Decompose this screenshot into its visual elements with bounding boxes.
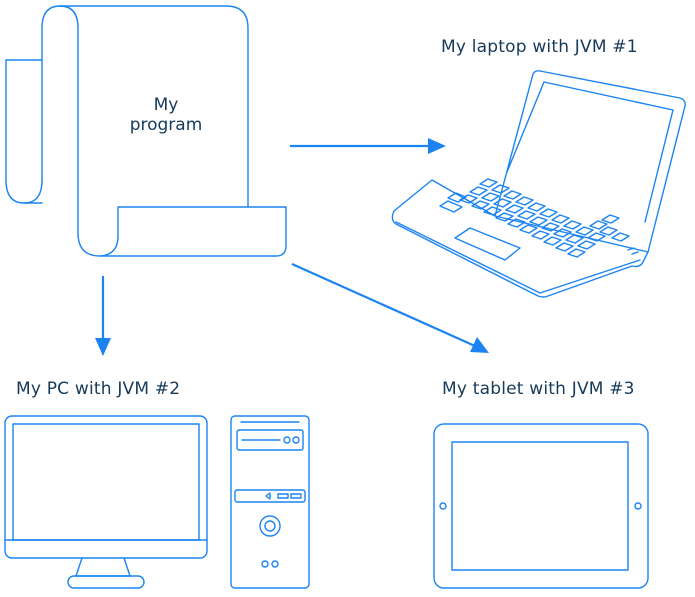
arrow-to-tablet — [291, 262, 489, 353]
keyboard — [439, 178, 630, 258]
arrow-to-laptop — [290, 138, 446, 154]
tablet-icon — [433, 423, 649, 589]
program-label-line1: My — [153, 95, 179, 115]
laptop-label: My laptop with JVM #1 — [441, 37, 638, 57]
laptop-icon — [391, 70, 686, 298]
program-label: My program — [96, 95, 236, 135]
program-label-line2: program — [129, 115, 203, 135]
arrow-to-pc — [95, 276, 111, 356]
tablet-label: My tablet with JVM #3 — [442, 379, 635, 399]
pc-label: My PC with JVM #2 — [16, 379, 181, 399]
scroll-icon — [5, 5, 287, 257]
monitor-icon — [4, 415, 208, 589]
pc-tower-icon — [230, 415, 310, 589]
